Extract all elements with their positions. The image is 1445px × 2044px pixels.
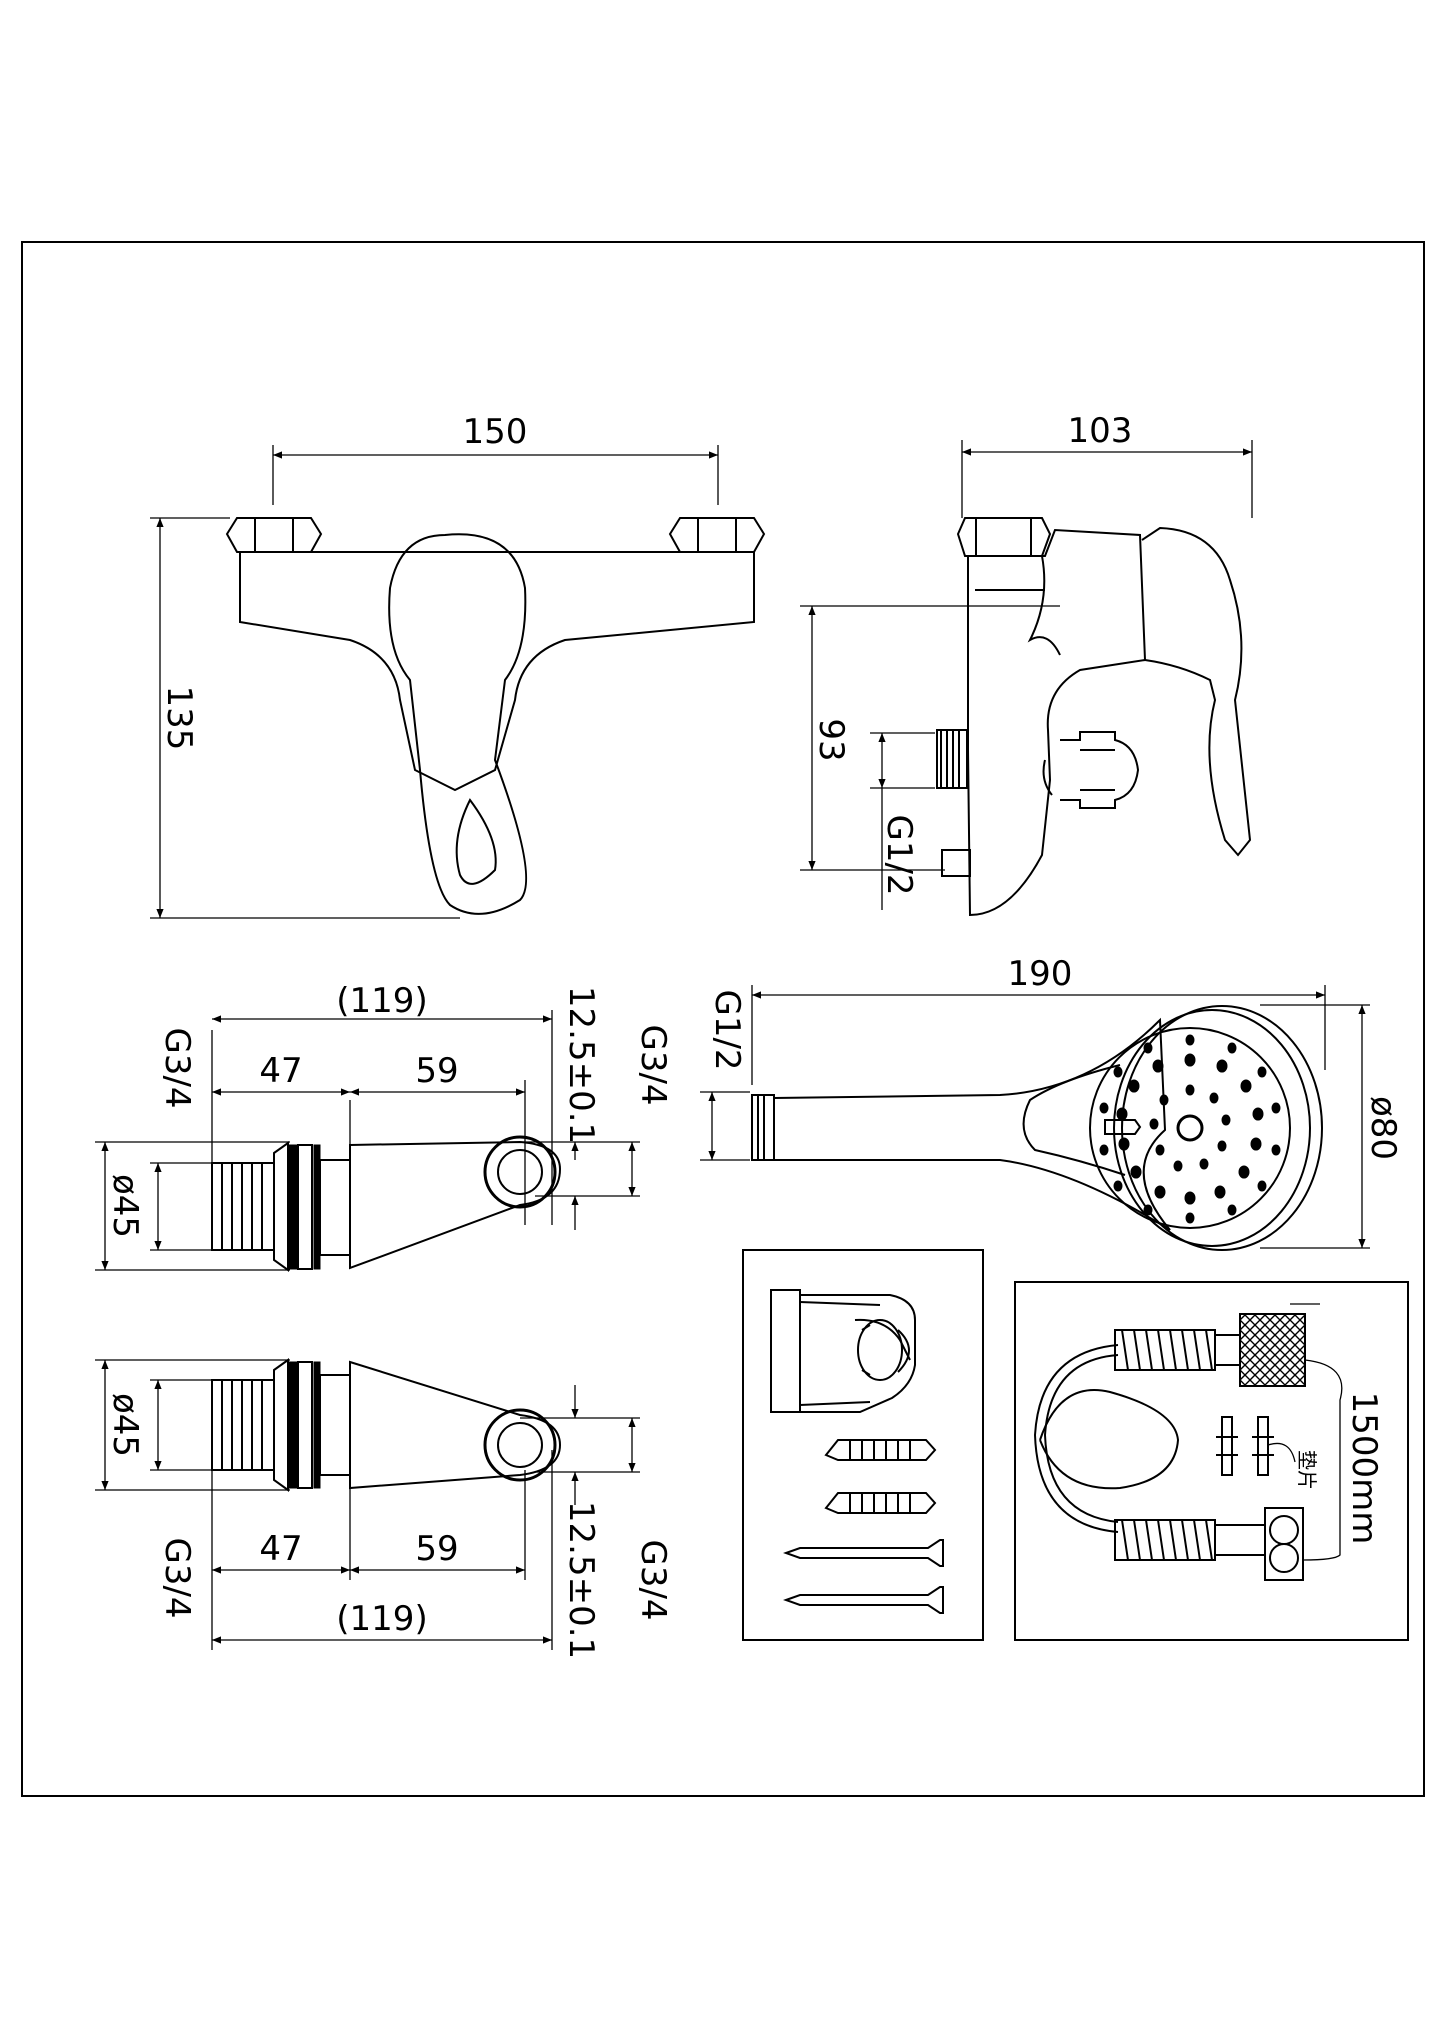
dim-shower-thread: G1/2 [707,989,747,1070]
dim-mid-dia: ø45 [105,1174,145,1238]
dim-bottom-right: 59 [415,1529,458,1569]
wall-plug-2 [824,1492,937,1514]
dim-side-width: 103 [1068,411,1133,451]
dim-mid-thread-right: G3/4 [633,1024,673,1105]
screw-2 [783,1586,944,1614]
wall-bracket [770,1289,916,1413]
lever-handle [388,533,528,915]
side-outlet-nozzle [941,849,971,877]
side-body [967,528,1147,917]
hose-hex-nut [1264,1507,1304,1581]
side-view: 103 93 G1/2 [800,411,1253,917]
dim-front-width: 150 [463,412,528,452]
hose-coil-bottom [1114,1519,1216,1561]
shower-spray-holes [1099,1034,1281,1224]
wall-plug-1 [824,1439,937,1461]
hose-loop [1033,1344,1119,1533]
left-hex-nut [225,517,323,553]
dim-front-height: 135 [159,686,199,751]
side-diverter [1060,731,1140,809]
dim-bottom-dia: ø45 [105,1393,145,1457]
dim-bottom-left: 47 [259,1529,302,1569]
mid-eccentric-ring-outer [483,1135,557,1209]
dim-bottom-overall: (119) [336,1599,427,1639]
washers [1216,1416,1274,1476]
hose-coil-top [1114,1329,1216,1371]
mid-eccentric-ring-inner [497,1149,543,1195]
washer-label: 垫片 [1295,1450,1319,1490]
dim-mid-left: 47 [259,1051,302,1091]
mid-nut [273,1141,289,1272]
mid-eccentric-arm [349,1140,562,1270]
eccentric-plan-bottom: ø45 47 59 (119) G3/4 12.5±0.1 G3/4 [95,1358,673,1659]
dim-mid-offset: 12.5±0.1 [561,986,601,1144]
dim-shower-length: 190 [1008,954,1073,994]
dim-bottom-thread-right: G3/4 [633,1539,673,1620]
bottom-eccentric-arm [349,1360,562,1490]
dim-shower-dia: ø80 [1363,1096,1403,1160]
screw-1 [783,1539,944,1567]
shower-handle [773,1017,1171,1231]
dim-mid-right: 59 [415,1051,458,1091]
dim-mid-overall: (119) [336,981,427,1021]
hand-shower-view: 190 G1/2 ø80 [700,954,1403,1251]
bracket-kit-box [742,1249,984,1641]
dim-mid-thread-left: G3/4 [157,1027,197,1108]
bottom-nut [273,1358,289,1492]
dim-side-inlet: G1/2 [879,814,919,895]
dim-bottom-thread-left: G3/4 [157,1537,197,1618]
front-view: 150 135 [150,412,766,919]
side-hex-nut [956,517,1052,557]
side-lever [1141,526,1252,857]
shower-face [1089,1027,1291,1229]
hose-kit-box: 垫片 1500mm [1014,1281,1409,1641]
shower-center-nozzle [1176,1114,1204,1142]
eccentric-plan-top: (119) 47 59 G3/4 12.5±0.1 G3/4 ø45 [95,981,673,1272]
mixer-body [239,551,755,792]
dim-hose-length: 1500mm [1344,1392,1384,1545]
drawing-frame [21,241,1425,1797]
hose-cone-nut [1239,1313,1306,1387]
dim-bottom-offset: 12.5±0.1 [561,1501,601,1659]
shower-head-rim [1121,1005,1323,1251]
right-hex-nut [668,517,766,553]
bottom-eccentric-ring-outer [483,1408,557,1482]
shower-button [1104,1119,1142,1135]
shower-neck [1022,1064,1126,1176]
bottom-eccentric-ring-inner [497,1422,543,1468]
dim-side-height: 93 [811,718,851,761]
bracket-cup [857,1319,903,1381]
